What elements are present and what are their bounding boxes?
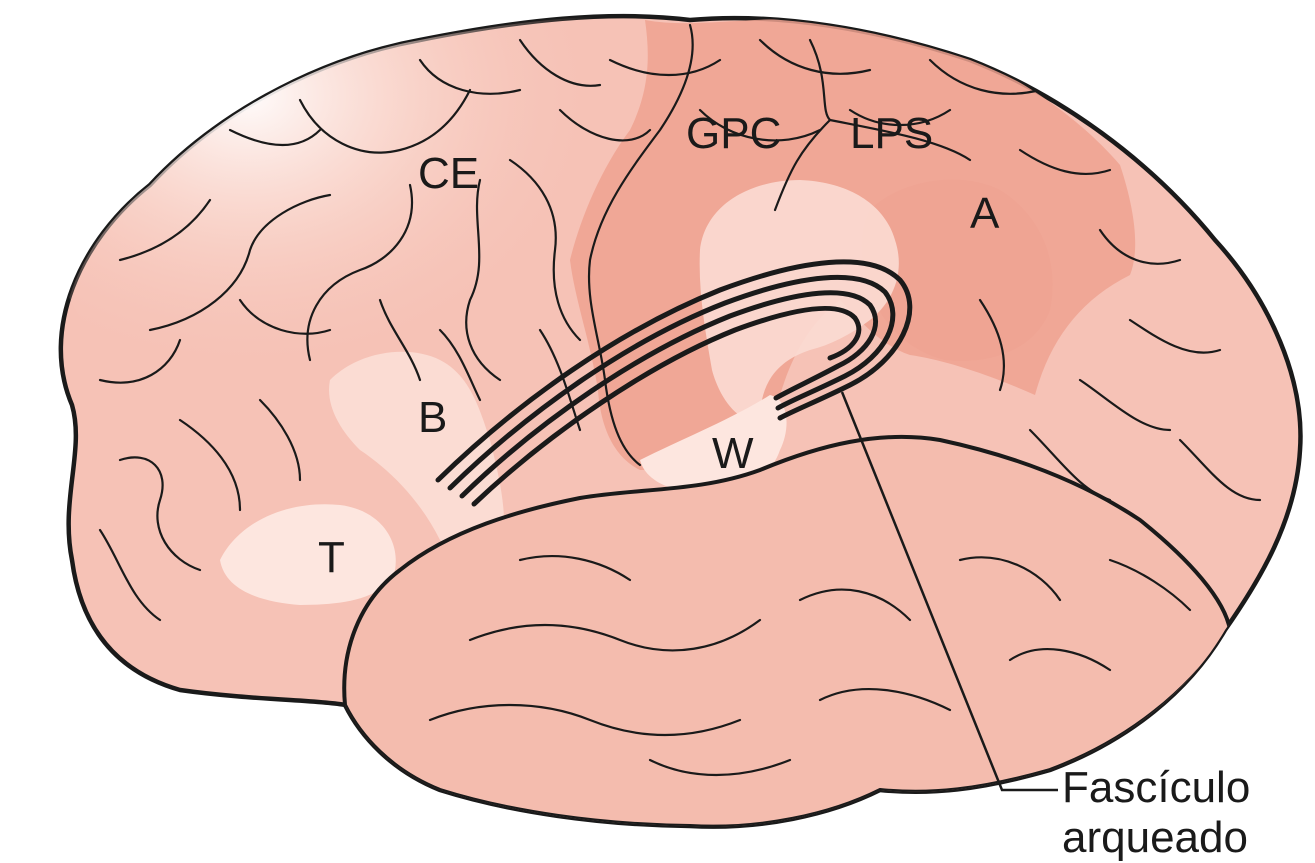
label-gpc: GPC: [686, 109, 781, 158]
callout-line-1: Fascículo: [1062, 763, 1250, 812]
label-lps: LPS: [850, 109, 933, 158]
callout-line-2: arqueado: [1062, 813, 1248, 862]
label-w: W: [712, 429, 754, 478]
label-ce: CE: [418, 149, 479, 198]
label-a: A: [970, 189, 1000, 238]
label-t: T: [318, 533, 345, 582]
label-b: B: [418, 393, 447, 442]
